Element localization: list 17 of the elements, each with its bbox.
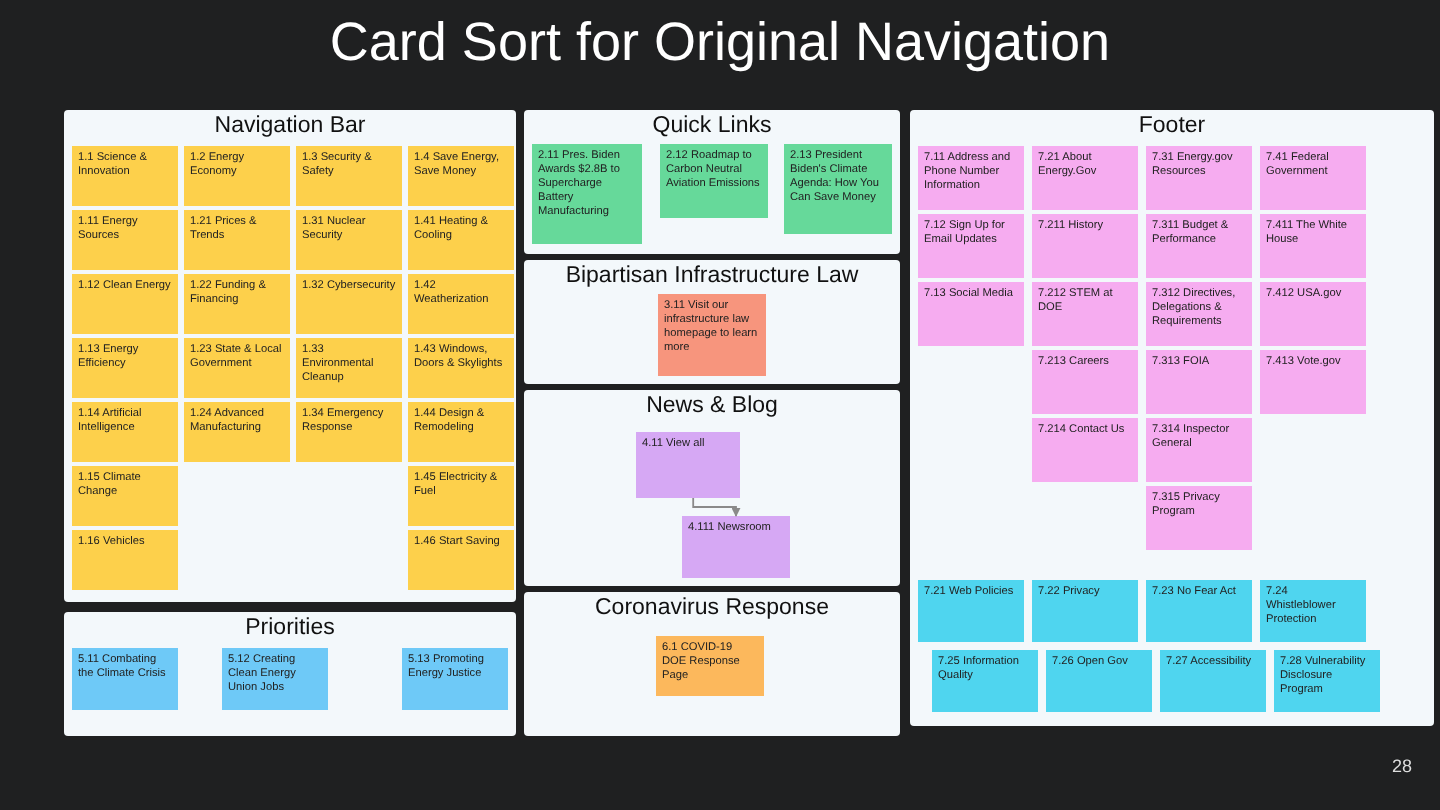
board-section <box>64 110 516 602</box>
slide-title: Card Sort for Original Navigation <box>327 12 1113 74</box>
section-heading: Bipartisan Infrastructure Law <box>563 264 861 288</box>
page-number: 28 <box>1391 756 1412 776</box>
section-heading: News & Blog <box>644 394 780 418</box>
section-heading: Coronavirus Response <box>593 596 831 620</box>
board-section <box>64 612 516 736</box>
board-section <box>524 592 900 736</box>
section-heading: Priorities <box>243 616 337 640</box>
section-heading: Quick Links <box>650 114 774 138</box>
section-heading: Navigation Bar <box>212 114 368 138</box>
arrow <box>692 497 741 517</box>
board-section <box>524 260 900 384</box>
board-section <box>524 110 900 254</box>
board-section <box>524 390 900 586</box>
board-section <box>910 110 1434 726</box>
section-heading: Footer <box>1136 114 1208 138</box>
